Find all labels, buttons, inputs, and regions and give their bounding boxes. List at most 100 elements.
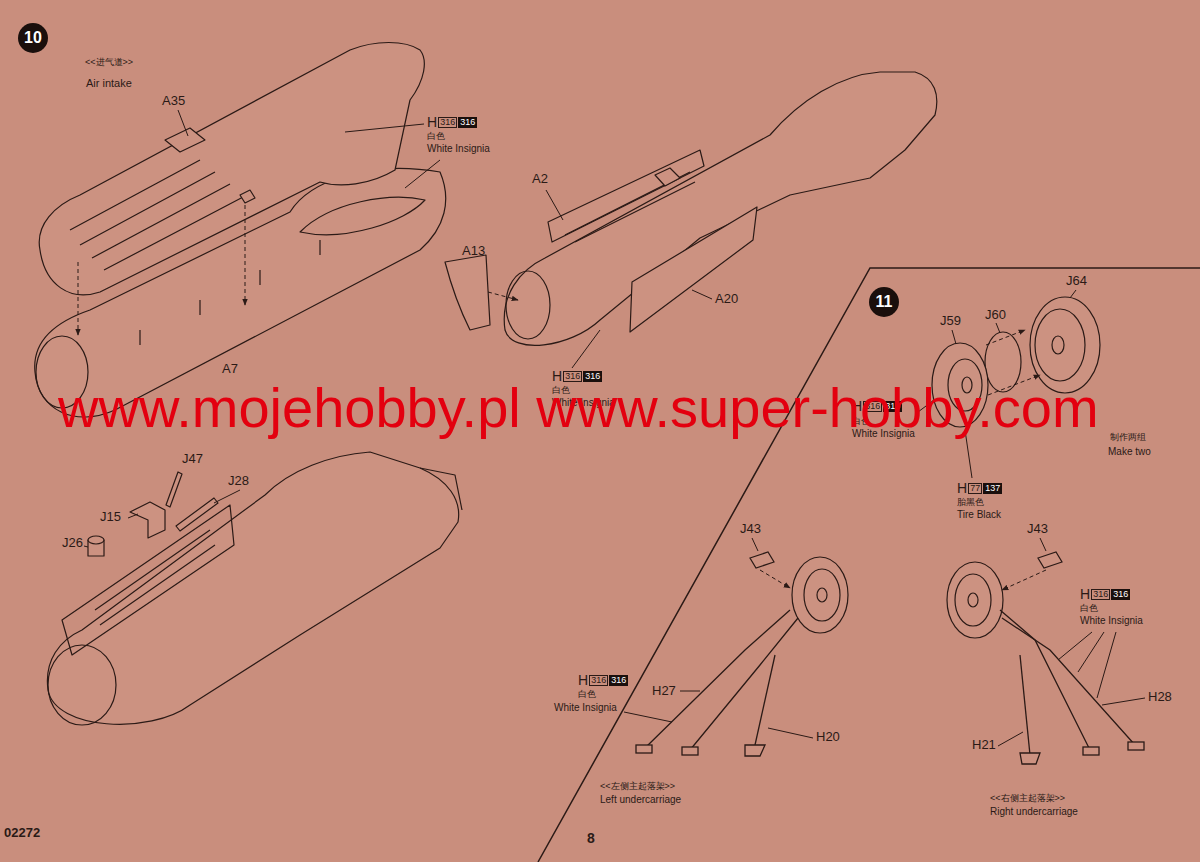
line-art-part [768, 728, 813, 738]
line-art-part [47, 452, 458, 724]
part-label: H28 [1148, 690, 1172, 705]
line-art-part [88, 536, 104, 544]
line-art-part [39, 43, 424, 295]
part-label: Air intake [86, 77, 132, 90]
part-label: J60 [985, 308, 1006, 323]
line-art-part [968, 593, 978, 607]
line-art-part [792, 557, 848, 633]
part-label: A13 [462, 244, 485, 259]
part-label: Make two [1108, 446, 1151, 458]
paint-code: 77 [968, 483, 982, 494]
line-art-part [1030, 297, 1100, 393]
part-label: J47 [182, 452, 203, 467]
line-art-part [745, 745, 765, 756]
line-art-part [488, 292, 518, 300]
line-art-part [1038, 552, 1062, 568]
line-art-part [965, 430, 972, 478]
line-art-part [130, 502, 165, 538]
line-art-part [420, 468, 462, 510]
line-art-part [1083, 747, 1099, 755]
line-art-part [504, 72, 937, 345]
part-label: 白色 [578, 689, 596, 699]
line-art-part [78, 262, 79, 335]
line-art-part [178, 110, 188, 136]
line-art-part [1002, 570, 1046, 590]
line-art-part [1035, 309, 1085, 381]
line-art-part [176, 498, 218, 531]
part-label: 02272 [4, 826, 40, 841]
line-art-part [240, 190, 255, 203]
part-label: <<左侧主起落架>> [600, 781, 675, 791]
line-art-part [636, 745, 652, 753]
line-art-part [1097, 632, 1116, 698]
paint-code: 137 [983, 483, 1002, 494]
step-number-text: 10 [24, 30, 42, 46]
part-label: White Insignia [554, 702, 617, 714]
part-label: J59 [940, 314, 961, 329]
line-art-part [645, 610, 790, 748]
line-art-part [760, 570, 790, 588]
line-art-part [1020, 655, 1030, 755]
line-art-part [95, 530, 215, 625]
line-art-part [445, 255, 490, 330]
line-art-part [804, 569, 840, 621]
line-art-part [750, 552, 774, 568]
paint-code: 316 [1111, 589, 1130, 600]
line-art-part [952, 330, 956, 344]
part-label: White Insignia [1080, 615, 1143, 627]
line-art-part [70, 160, 245, 270]
line-art-part [548, 150, 704, 242]
part-label: H21 [972, 738, 996, 753]
line-art-part [817, 588, 827, 602]
line-art-part [1128, 742, 1144, 750]
line-art-part [692, 290, 712, 299]
line-art-part [245, 205, 246, 305]
line-art-part [214, 490, 240, 503]
wheel-parts [750, 297, 1100, 638]
line-art-part [572, 330, 600, 368]
line-art-part [1002, 618, 1135, 745]
line-art-part [1020, 753, 1040, 764]
line-art-part [84, 546, 88, 547]
line-art-part [998, 732, 1023, 746]
paint-code: 316 [1091, 589, 1110, 600]
line-art-part [955, 574, 991, 626]
step-number-text: 11 [876, 294, 893, 310]
part-label: 胎黑色 [957, 497, 984, 507]
part-label: <<右侧主起落架>> [990, 793, 1065, 803]
step-number: 10 [18, 23, 48, 53]
undercarriage-struts [636, 610, 1144, 764]
step-circle-shape [869, 287, 899, 317]
step-number: 11 [869, 287, 899, 317]
line-art-part [48, 645, 116, 725]
line-art-part [690, 618, 798, 750]
line-art-part [546, 190, 563, 220]
part-label: H27 [652, 684, 676, 699]
line-art-part [165, 128, 205, 152]
part-label: A20 [715, 292, 738, 307]
part-label: <<进气道>> [85, 57, 133, 67]
part-label: H [578, 672, 588, 688]
line-art-part [630, 207, 757, 332]
part-label: A2 [532, 172, 548, 187]
part-label: J26 [62, 536, 83, 551]
line-art-part [752, 538, 758, 551]
line-art-part [1070, 290, 1076, 298]
part-label: J43 [740, 522, 761, 537]
part-label: Tire Black [957, 509, 1001, 521]
line-art-part [1058, 632, 1092, 660]
paint-code: 316 [589, 675, 608, 686]
line-art-part [624, 712, 672, 722]
line-art-part [1040, 538, 1046, 551]
part-label: White Insignia [427, 143, 490, 155]
line-art-part [1078, 632, 1104, 672]
part-label: 白色 [427, 131, 445, 141]
part-label: 8 [587, 830, 595, 846]
part-label: A35 [162, 94, 185, 109]
watermark: www.mojehobby.pl www.super-hobby.com [58, 380, 1099, 436]
part-label: J64 [1066, 274, 1087, 289]
part-label: H [427, 114, 437, 130]
line-art-part [128, 514, 138, 518]
part-label: J28 [228, 474, 249, 489]
